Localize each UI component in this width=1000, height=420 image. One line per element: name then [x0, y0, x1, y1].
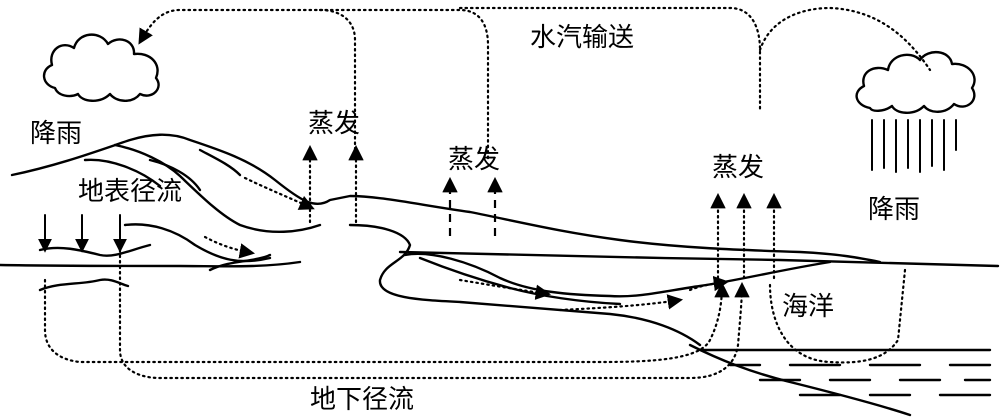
label-rain-left: 降雨	[30, 119, 82, 149]
surface-runoff-arrows	[203, 176, 730, 312]
label-surface-runoff: 地表径流	[78, 177, 182, 207]
evaporation-arrows-ocean	[710, 192, 782, 280]
label-evaporation-ocean: 蒸发	[712, 153, 764, 183]
ocean-waves	[698, 348, 992, 397]
vapor-transport-arcs	[138, 6, 932, 162]
rain-lines	[871, 119, 957, 173]
label-groundwater-flow: 地下径流	[310, 385, 414, 415]
label-rain-right: 降雨	[868, 195, 920, 225]
evaporation-arrows-land	[302, 144, 364, 224]
infiltration-arrows	[38, 214, 127, 253]
cloud-left-icon	[42, 33, 160, 102]
groundwater-flow-paths	[43, 248, 907, 380]
label-evaporation-lake: 蒸发	[448, 145, 500, 175]
evaporation-arrows-lake	[442, 176, 503, 236]
cloud-right-icon	[855, 51, 976, 114]
label-ocean: 海洋	[782, 292, 834, 322]
label-evaporation-land: 蒸发	[308, 109, 360, 139]
label-vapor-transport: 水汽输送	[530, 23, 634, 53]
